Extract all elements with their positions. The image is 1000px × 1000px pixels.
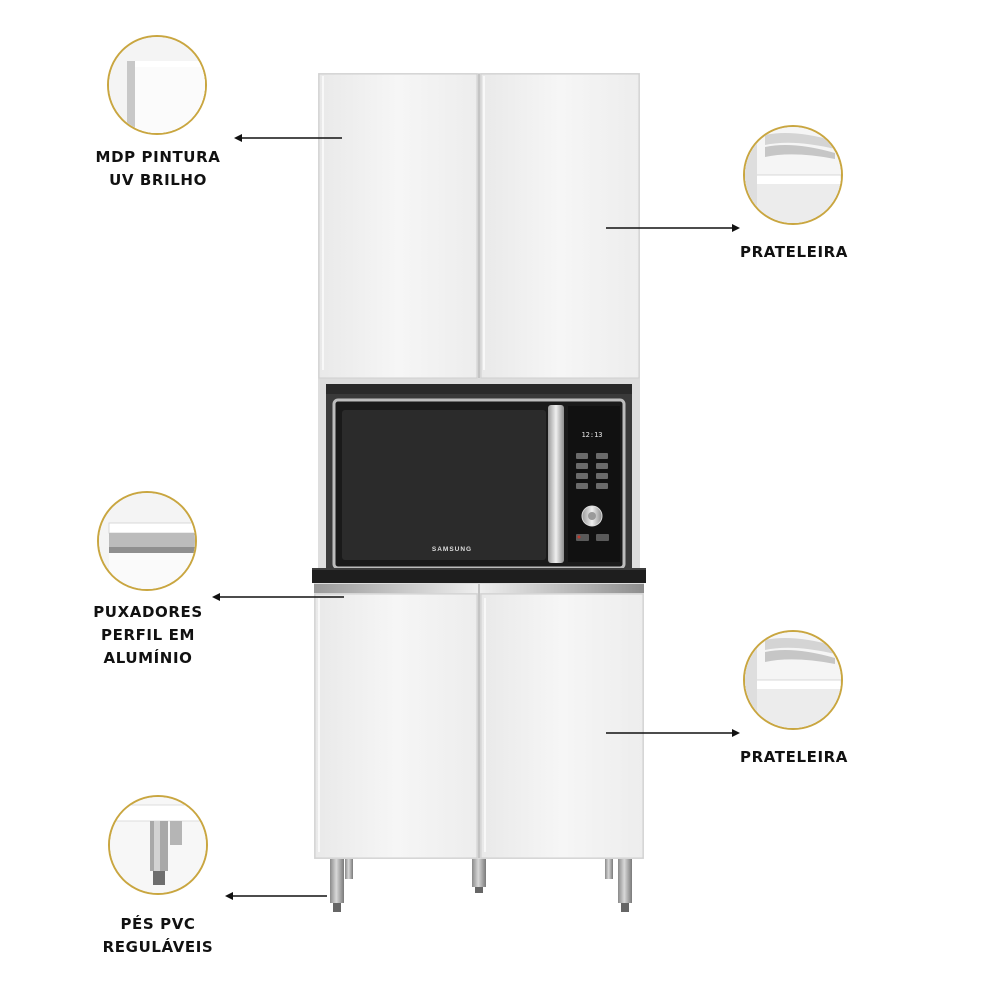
finish-label: MDP PINTURA UV BRILHO — [95, 148, 221, 189]
arrow-left-finish — [234, 134, 342, 142]
upper-left-door — [318, 73, 478, 379]
shelf-bottom-label: PRATELEIRA — [739, 748, 848, 766]
shelf-detail-icon — [743, 630, 843, 730]
shelf-detail-icon — [743, 125, 843, 225]
adjustable-legs — [330, 859, 632, 912]
lower-left-door — [314, 593, 478, 859]
arrow-left-handle — [212, 593, 344, 601]
microwave-brand: SAMSUNG — [432, 546, 472, 553]
lower-cabinet — [314, 583, 644, 859]
aluminium-handle-detail-icon — [97, 491, 197, 591]
countertop — [312, 568, 646, 583]
upper-right-door — [480, 73, 640, 379]
upper-cabinet — [318, 73, 640, 380]
arrow-right-shelf-top — [606, 224, 740, 232]
handle-label: PUXADORES PERFIL EM ALUMÍNIO — [93, 603, 203, 667]
arrow-left-feet — [225, 892, 327, 900]
lower-right-door — [480, 593, 644, 859]
shelf-top-label: PRATELEIRA — [739, 243, 848, 261]
microwave-display: 12:13 — [581, 431, 602, 439]
microwave-oven: SAMSUNG 12:13 — [332, 398, 626, 570]
arrow-right-shelf-bottom — [606, 729, 740, 737]
feet-label: PÉS PVC REGULÁVEIS — [102, 915, 214, 956]
panel-edge-detail-icon — [107, 35, 207, 135]
adjustable-foot-detail-icon — [108, 795, 208, 895]
